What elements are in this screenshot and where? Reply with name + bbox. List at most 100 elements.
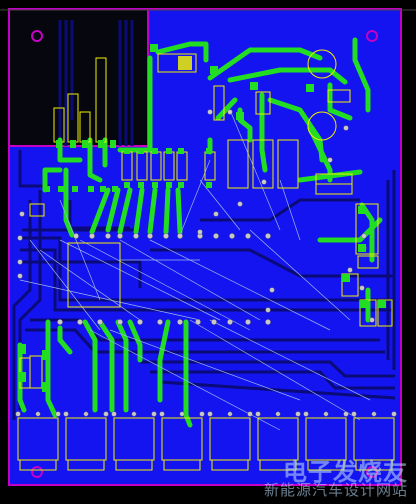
via-pad[interactable]: [17, 235, 23, 241]
mounting-hole-top-left[interactable]: [31, 30, 43, 42]
smd-pad[interactable]: [88, 186, 94, 192]
ic-pad[interactable]: [265, 233, 271, 239]
smd-pad[interactable]: [378, 300, 386, 308]
ic-pad[interactable]: [227, 319, 233, 325]
via-pad[interactable]: [17, 273, 23, 279]
resistor-r11[interactable]: [315, 183, 353, 195]
smd-pad[interactable]: [360, 300, 368, 308]
smd-pad[interactable]: [306, 84, 314, 92]
smd-pad[interactable]: [150, 44, 158, 52]
via-pad[interactable]: [213, 211, 219, 217]
smd-pad[interactable]: [206, 148, 212, 154]
button-pad[interactable]: [111, 411, 117, 417]
smd-pad[interactable]: [138, 148, 144, 154]
button-pad[interactable]: [199, 411, 205, 417]
ic-pad[interactable]: [163, 233, 169, 239]
ic-pad[interactable]: [97, 319, 103, 325]
ic-pad[interactable]: [73, 233, 79, 239]
regulator-u3[interactable]: [252, 139, 274, 189]
button-pad[interactable]: [103, 411, 109, 417]
via-pad[interactable]: [261, 179, 267, 185]
ic-pad[interactable]: [245, 233, 251, 239]
smd-pad[interactable]: [152, 148, 158, 154]
relay-k1[interactable]: [355, 203, 379, 255]
capacitor-c1[interactable]: [213, 85, 225, 121]
electrolytic-cap-c5[interactable]: [307, 49, 337, 79]
smd-pad[interactable]: [206, 182, 212, 188]
ic-pad[interactable]: [77, 319, 83, 325]
button-pad[interactable]: [227, 411, 233, 417]
via-pad[interactable]: [237, 201, 243, 207]
button-pad[interactable]: [391, 411, 397, 417]
ic-pad[interactable]: [117, 233, 123, 239]
via-pad[interactable]: [17, 259, 23, 265]
ic-pad[interactable]: [157, 319, 163, 325]
ic-pad[interactable]: [265, 319, 271, 325]
via-pad[interactable]: [207, 109, 213, 115]
smd-pad[interactable]: [112, 186, 118, 192]
capacitor-c4[interactable]: [29, 355, 43, 389]
mounting-hole-top-right[interactable]: [366, 30, 378, 42]
capacitor-c2[interactable]: [327, 89, 351, 103]
ic-pad[interactable]: [213, 233, 219, 239]
diode-d1[interactable]: [357, 255, 379, 269]
smd-pad[interactable]: [152, 182, 158, 188]
smd-pad[interactable]: [98, 140, 104, 148]
test-point-tp1[interactable]: [29, 203, 45, 217]
ic-pad[interactable]: [211, 319, 217, 325]
electrolytic-cap-c6[interactable]: [307, 111, 337, 141]
mounting-hole-bottom-right[interactable]: [366, 466, 378, 478]
ic-pad[interactable]: [177, 233, 183, 239]
smd-pad[interactable]: [210, 66, 218, 74]
via-pad[interactable]: [265, 307, 271, 313]
button-pad[interactable]: [151, 411, 157, 417]
via-pad[interactable]: [269, 287, 275, 293]
crystal-y1[interactable]: [157, 53, 197, 73]
smd-pad[interactable]: [178, 148, 184, 154]
button-pad[interactable]: [35, 411, 41, 417]
button-pad[interactable]: [343, 411, 349, 417]
smd-pad[interactable]: [42, 382, 50, 392]
smd-pad[interactable]: [124, 148, 130, 154]
smd-pad[interactable]: [56, 140, 62, 148]
smd-pad[interactable]: [110, 140, 116, 148]
smd-pad[interactable]: [358, 244, 366, 252]
smd-pad[interactable]: [100, 186, 106, 192]
button-pad[interactable]: [159, 411, 165, 417]
button-pad[interactable]: [55, 411, 61, 417]
ic-pad[interactable]: [105, 233, 111, 239]
ic-pad[interactable]: [57, 319, 63, 325]
via-pad[interactable]: [369, 317, 375, 323]
ic-pad[interactable]: [245, 319, 251, 325]
button-pad[interactable]: [255, 411, 261, 417]
ic-pad[interactable]: [89, 233, 95, 239]
via-pad[interactable]: [197, 229, 203, 235]
smd-pad[interactable]: [44, 186, 50, 192]
button-pad[interactable]: [247, 411, 253, 417]
ic-pad[interactable]: [177, 319, 183, 325]
via-pad[interactable]: [361, 233, 367, 239]
button-pad[interactable]: [15, 411, 21, 417]
ic-pad[interactable]: [133, 233, 139, 239]
via-pad[interactable]: [327, 157, 333, 163]
button-pad[interactable]: [351, 411, 357, 417]
smd-pad[interactable]: [58, 186, 64, 192]
ic-pad[interactable]: [117, 319, 123, 325]
smd-pad[interactable]: [236, 112, 244, 120]
regulator-u4[interactable]: [277, 139, 299, 189]
ic-pad[interactable]: [147, 233, 153, 239]
button-pad[interactable]: [63, 411, 69, 417]
ic-pad[interactable]: [229, 233, 235, 239]
button-pad[interactable]: [371, 411, 377, 417]
regulator-u2[interactable]: [227, 139, 249, 189]
via-pad[interactable]: [343, 125, 349, 131]
via-pad[interactable]: [359, 285, 365, 291]
button-pad[interactable]: [207, 411, 213, 417]
smd-pad[interactable]: [42, 350, 50, 360]
via-pad[interactable]: [227, 109, 233, 115]
smd-pad[interactable]: [166, 148, 172, 154]
button-pad[interactable]: [179, 411, 185, 417]
smd-pad[interactable]: [138, 182, 144, 188]
ic-pad[interactable]: [137, 319, 143, 325]
